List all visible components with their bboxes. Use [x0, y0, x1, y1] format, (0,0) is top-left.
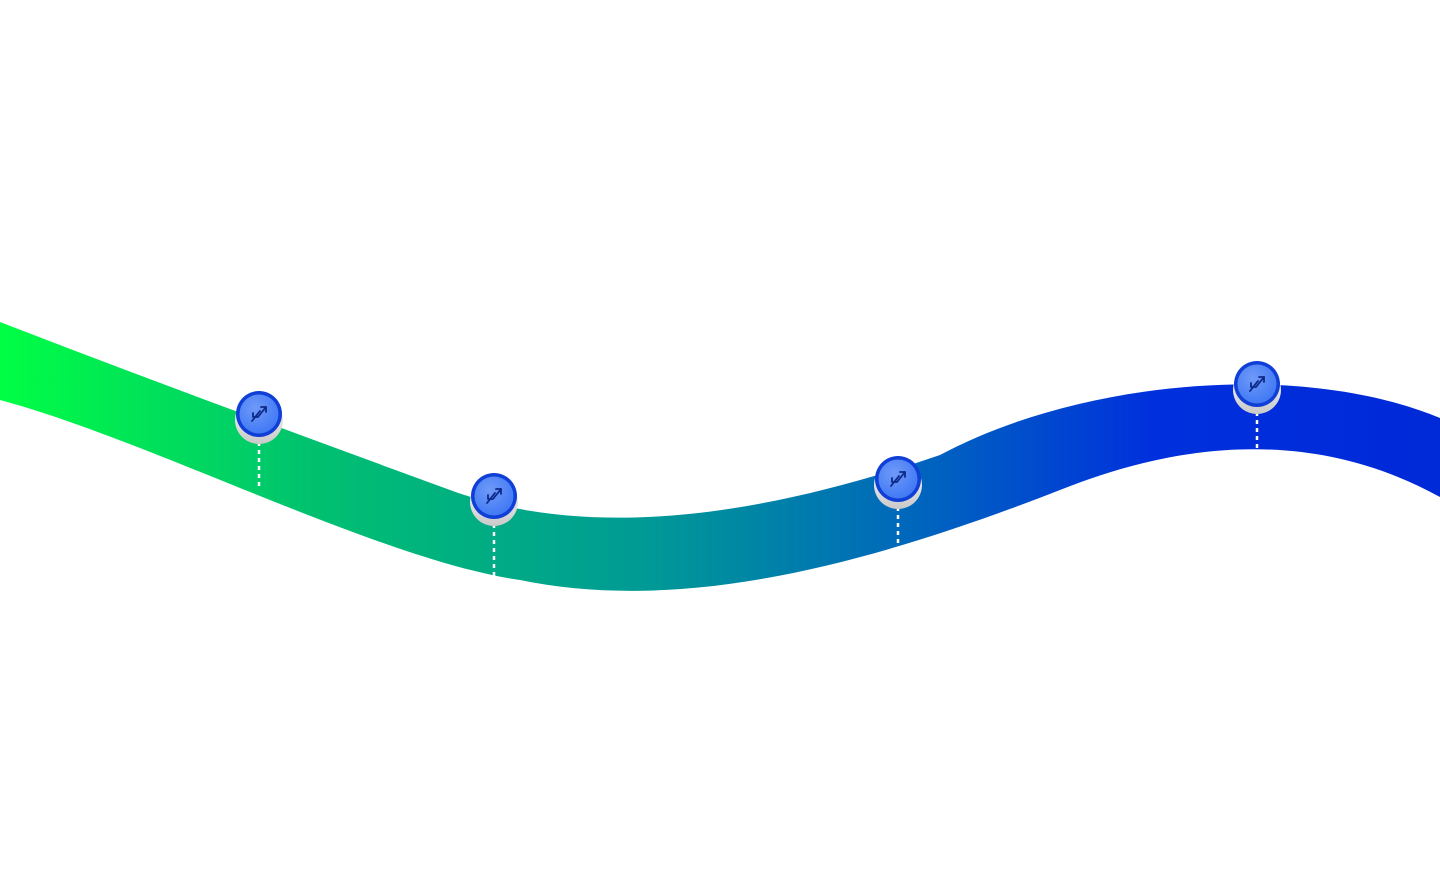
milestone-marker[interactable]	[235, 391, 283, 490]
merge-arrows-icon	[251, 406, 267, 422]
merge-arrows-icon	[1249, 376, 1265, 392]
milestone-shine	[474, 476, 514, 516]
roadmap-ribbon	[0, 322, 1440, 591]
milestone-marker[interactable]	[470, 473, 518, 578]
milestone-shine	[239, 394, 279, 434]
milestone-shine	[1237, 364, 1277, 404]
milestones-layer	[235, 361, 1281, 578]
milestone-marker[interactable]	[874, 456, 922, 555]
merge-arrows-icon	[890, 471, 906, 487]
milestone-marker[interactable]	[1233, 361, 1281, 456]
milestone-shine	[878, 459, 918, 499]
merge-arrows-icon	[486, 488, 502, 504]
